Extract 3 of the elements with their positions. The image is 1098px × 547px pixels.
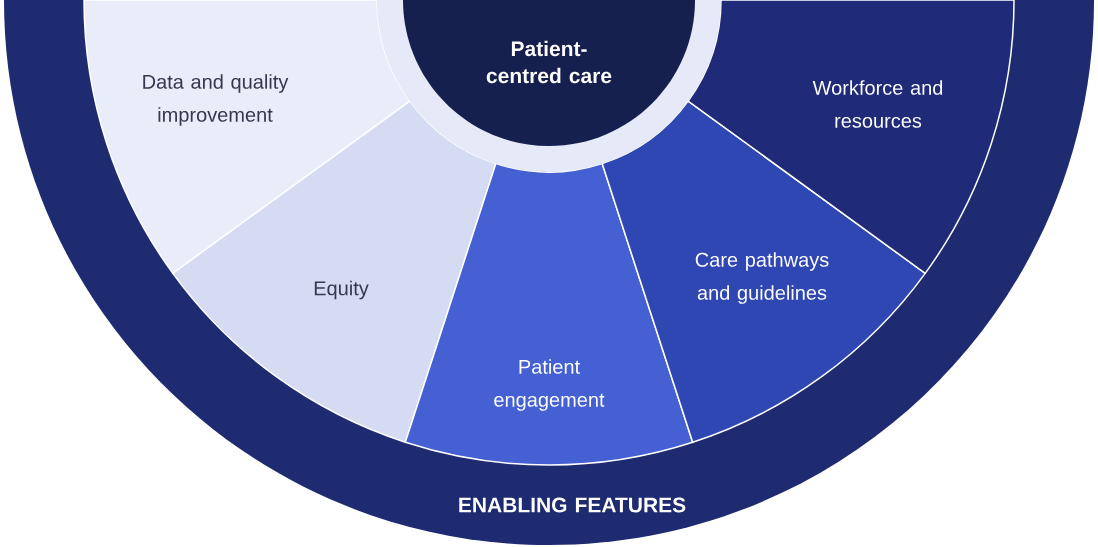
wheel-segment: Data and quality improvement bbox=[83, 0, 411, 275]
node-label: Patient-centred care bbox=[486, 40, 612, 84]
wheel-segment: Patient engagement bbox=[404, 162, 694, 466]
